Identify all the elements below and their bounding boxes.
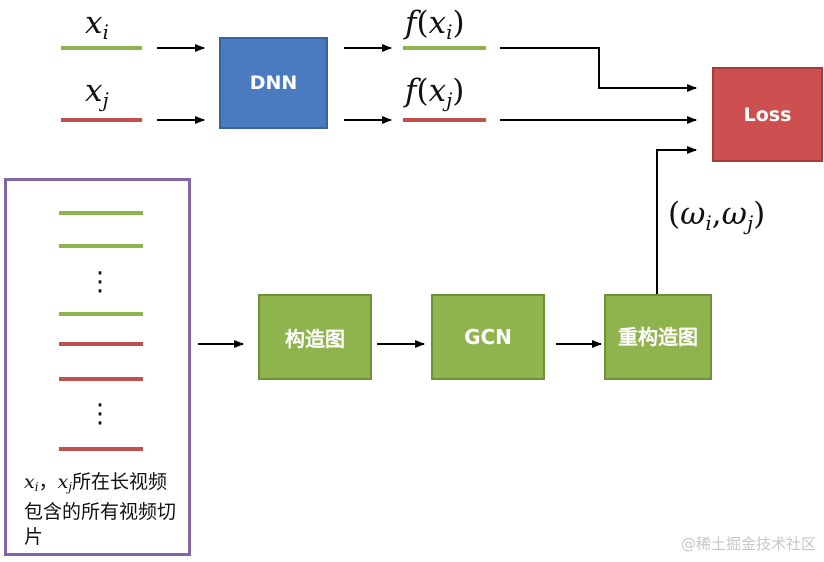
xj-symbol: x	[85, 73, 103, 109]
caption-xj: x	[57, 471, 69, 493]
build-graph-label: 构造图	[285, 326, 345, 351]
omega-label: (ωi,ωj)	[668, 196, 765, 235]
connector-omega-to-loss	[656, 146, 697, 295]
caption-text: 所在长视频包含的所有视频切片	[24, 471, 177, 548]
omega-j-subscript: j	[746, 211, 754, 235]
omega-i-symbol: ω	[680, 196, 706, 232]
gcn-label: GCN	[464, 325, 512, 349]
omega-open-paren: (	[668, 196, 681, 232]
fxj-subscript: j	[446, 88, 453, 112]
rebuild-graph-box: 重构造图	[604, 294, 712, 380]
loss-box: Loss	[712, 67, 823, 162]
connector-fxi-to-loss	[500, 47, 697, 92]
fxi-x: x	[428, 5, 447, 41]
caption-xj-sub: j	[68, 480, 73, 494]
caption-xi-sub: i	[34, 480, 39, 494]
caption-separator: ，	[38, 471, 58, 493]
dnn-label: DNN	[249, 72, 298, 94]
omega-j-symbol: ω	[721, 196, 747, 232]
omega-close-paren: )	[753, 196, 766, 232]
xi-subscript: i	[102, 20, 109, 44]
xj-label: xj	[85, 73, 109, 112]
loss-label: Loss	[743, 103, 792, 126]
fxj-x: x	[428, 73, 447, 109]
caption-xi: x	[24, 471, 35, 493]
xi-symbol: x	[85, 5, 103, 41]
dnn-box: DNN	[219, 37, 328, 129]
vertical-ellipsis-2: ···	[95, 391, 105, 439]
xi-label: xi	[85, 5, 109, 44]
fxi-close-paren: )	[452, 5, 465, 41]
fxi-f: f	[405, 5, 417, 41]
fxj-close-paren: )	[452, 73, 465, 109]
slices-caption: xi，xj所在长视频包含的所有视频切片	[24, 470, 184, 550]
vertical-ellipsis-1: ···	[95, 259, 105, 307]
watermark: @稀土掘金技术社区	[680, 535, 816, 553]
video-slices-box	[4, 178, 191, 556]
gcn-box: GCN	[431, 294, 545, 380]
omega-comma: ,	[711, 196, 722, 232]
fxi-label: f(xi)	[405, 5, 465, 44]
build-graph-box: 构造图	[258, 294, 372, 380]
fxi-subscript: i	[446, 20, 453, 44]
fxj-label: f(xj)	[405, 73, 464, 112]
fxj-open-paren: (	[416, 73, 429, 109]
omega-i-subscript: i	[705, 211, 712, 235]
rebuild-graph-label: 重构造图	[618, 325, 698, 349]
xj-subscript: j	[102, 88, 109, 112]
fxi-open-paren: (	[416, 5, 429, 41]
fxj-f: f	[405, 73, 417, 109]
